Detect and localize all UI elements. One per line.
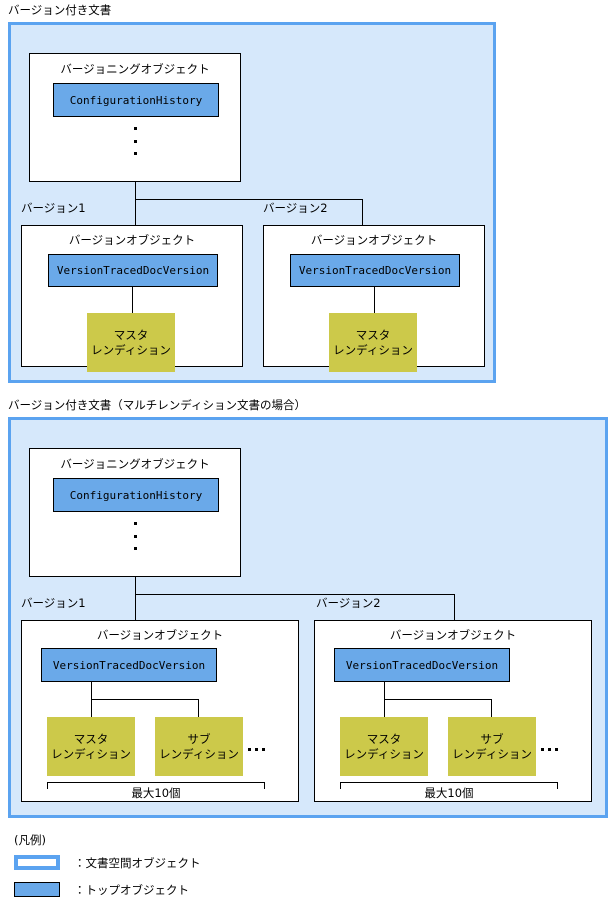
version-object-box-1-2: バージョンオブジェクト VersionTracedDocVersion マスタ … (263, 225, 485, 372)
rendition-line2: レンディション (91, 342, 171, 357)
more-renditions-ellipsis-2-2 (541, 748, 558, 751)
version-object-caption-1-1: バージョンオブジェクト (68, 233, 196, 247)
connector-stem-1 (135, 182, 136, 199)
branch-label-version2-2: バージョン2 (316, 596, 381, 610)
connector-drop-v1-2 (135, 594, 136, 620)
section-title-2: バージョン付き文書（マルチレンディション文書の場合） (8, 398, 306, 412)
connector-bar-2 (135, 594, 455, 595)
rendition-master-2-1: マスタ レンディション (47, 717, 135, 776)
rendition-line1: サブ (480, 731, 504, 746)
rendition-line1: マスタ (355, 327, 391, 342)
connector-drop-master-2-2 (384, 699, 385, 717)
version-object-caption-1-2: バージョンオブジェクト (310, 233, 438, 247)
connector-drop-sub-2-2 (491, 699, 492, 717)
connector-drop-v1-1 (135, 199, 136, 225)
connector-rendition-1-2 (374, 287, 375, 313)
connector-drop-v2-2 (454, 594, 455, 620)
rendition-master-1-1: マスタ レンディション (87, 313, 175, 372)
rendition-master-1-2: マスタ レンディション (329, 313, 417, 372)
top-object-configurationhistory-2: ConfigurationHistory (53, 478, 219, 512)
top-object-configurationhistory-1: ConfigurationHistory (53, 83, 219, 117)
version-object-box-2-1: バージョンオブジェクト VersionTracedDocVersion マスタ … (21, 620, 299, 802)
legend-label-top-object: ：トップオブジェクト (74, 882, 189, 897)
branch-label-version2-1: バージョン2 (263, 201, 328, 215)
versioning-object-box-2: バージョニングオブジェクト ConfigurationHistory (29, 448, 241, 577)
rendition-line1: マスタ (366, 731, 402, 746)
max-count-label-2-2: 最大10個 (424, 786, 474, 800)
document-space-panel-1: バージョニングオブジェクト ConfigurationHistory バージョン… (8, 22, 496, 383)
rendition-sub-2-1: サブ レンディション (155, 717, 243, 776)
legend-swatch-top-object (14, 882, 60, 897)
rendition-master-2-2: マスタ レンディション (340, 717, 428, 776)
connector-stem-2 (135, 577, 136, 594)
connector-rendition-1-1 (132, 287, 133, 313)
rendition-line1: サブ (187, 731, 211, 746)
versioning-object-caption-1: バージョニングオブジェクト (60, 62, 210, 76)
connector-drop-master-2-1 (91, 699, 92, 717)
top-object-versiontraceddocversion-2-2: VersionTracedDocVersion (334, 648, 510, 682)
more-renditions-ellipsis-2-1 (248, 748, 265, 751)
versioning-object-box-1: バージョニングオブジェクト ConfigurationHistory (29, 53, 241, 182)
rendition-sub-2-2: サブ レンディション (448, 717, 536, 776)
legend-item-top-object: ：トップオブジェクト (14, 882, 189, 897)
connector-drop-sub-2-1 (198, 699, 199, 717)
vertical-ellipsis-2 (133, 522, 137, 550)
rendition-line1: マスタ (73, 731, 109, 746)
connector-drop-v2-1 (362, 199, 363, 225)
versioning-object-caption-2: バージョニングオブジェクト (60, 457, 210, 471)
rendition-line2: レンディション (452, 746, 532, 761)
vertical-ellipsis-1 (133, 127, 137, 155)
legend-swatch-document-space (14, 855, 60, 870)
legend-title: (凡例) (14, 833, 46, 847)
branch-label-version1-2: バージョン1 (21, 596, 86, 610)
document-space-panel-2: バージョニングオブジェクト ConfigurationHistory バージョン… (8, 417, 608, 818)
legend-label-document-space: ：文書空間オブジェクト (74, 855, 201, 870)
rendition-line2: レンディション (344, 746, 424, 761)
connector-stem-rend-2-1 (91, 682, 92, 699)
top-object-versiontraceddocversion-1-2: VersionTracedDocVersion (290, 254, 460, 287)
connector-bar-rend-2-1 (91, 699, 199, 700)
legend-item-document-space: ：文書空間オブジェクト (14, 855, 201, 870)
branch-label-version1-1: バージョン1 (21, 201, 86, 215)
version-object-caption-2-1: バージョンオブジェクト (96, 628, 224, 642)
rendition-line2: レンディション (159, 746, 239, 761)
max-count-label-2-1: 最大10個 (131, 786, 181, 800)
connector-bar-rend-2-2 (384, 699, 492, 700)
section-title-1: バージョン付き文書 (8, 3, 112, 17)
version-object-box-2-2: バージョンオブジェクト VersionTracedDocVersion マスタ … (314, 620, 592, 802)
top-object-versiontraceddocversion-1-1: VersionTracedDocVersion (48, 254, 218, 287)
top-object-versiontraceddocversion-2-1: VersionTracedDocVersion (41, 648, 217, 682)
rendition-line1: マスタ (113, 327, 149, 342)
version-object-box-1-1: バージョンオブジェクト VersionTracedDocVersion マスタ … (21, 225, 243, 372)
rendition-line2: レンディション (333, 342, 413, 357)
connector-stem-rend-2-2 (384, 682, 385, 699)
version-object-caption-2-2: バージョンオブジェクト (389, 628, 517, 642)
connector-bar-1 (135, 199, 363, 200)
rendition-line2: レンディション (51, 746, 131, 761)
